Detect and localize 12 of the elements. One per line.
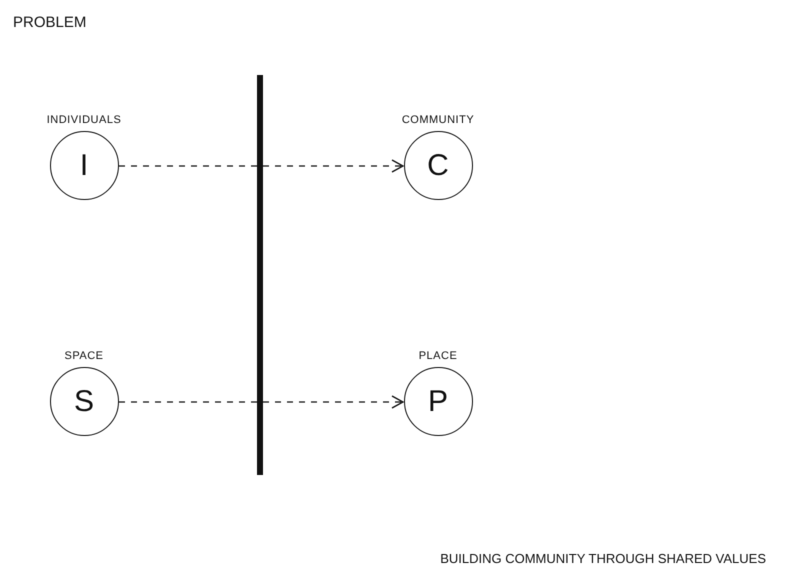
node-heading: SPACE [64, 349, 104, 363]
letter-circle: P [404, 367, 472, 436]
node-heading: PLACE [418, 349, 458, 363]
caption: BUILDING COMMUNITY THROUGH SHARED VALUES [440, 551, 766, 566]
title: PROBLEM [13, 14, 86, 31]
node-heading: COMMUNITY [402, 113, 474, 127]
letter-circle: I [50, 131, 118, 200]
node-heading: INDIVIDUALS [46, 113, 122, 127]
letter-circle: C [404, 131, 472, 200]
letter-circle: S [50, 367, 118, 436]
dashed-arrow [119, 159, 404, 173]
dashed-arrow [119, 395, 404, 409]
